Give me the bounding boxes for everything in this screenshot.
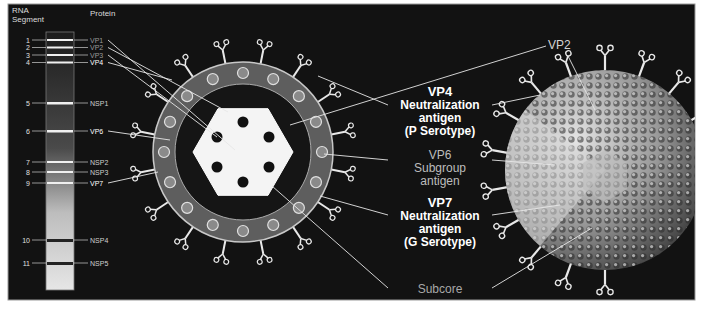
segment-number: 3 bbox=[12, 52, 30, 59]
protein-label: NSP4 bbox=[90, 237, 120, 244]
serotype-label: (G Serotype) bbox=[395, 236, 485, 249]
protein-label: NSP1 bbox=[90, 100, 120, 107]
protein-label: VP7 bbox=[395, 196, 485, 210]
protein-label: VP1 bbox=[90, 37, 120, 44]
axis-header: RNA Segment bbox=[12, 6, 52, 24]
virus-surface-model bbox=[481, 45, 695, 294]
protein-label: NSP5 bbox=[90, 260, 120, 267]
virus-cross-section bbox=[130, 39, 355, 264]
antigen-label: Subgroup antigen bbox=[397, 162, 483, 188]
protein-label: NSP2 bbox=[90, 159, 120, 166]
segment-number: 4 bbox=[12, 59, 30, 66]
part-label: Subcore bbox=[395, 282, 485, 296]
protein-label: NSP3 bbox=[90, 169, 120, 176]
protein-label: VP4 bbox=[395, 85, 485, 99]
protein-label: VP7 bbox=[90, 180, 120, 187]
leader-lines bbox=[108, 40, 595, 288]
protein-label: VP3 bbox=[90, 52, 120, 59]
gel-leader-lines bbox=[32, 40, 88, 263]
segment-number: 7 bbox=[12, 159, 30, 166]
segment-number: 9 bbox=[12, 180, 30, 187]
protein-label: VP6 bbox=[90, 128, 120, 135]
protein-label: VP4 bbox=[90, 59, 120, 66]
segment-number: 6 bbox=[12, 128, 30, 135]
protein-label: VP6 bbox=[395, 148, 485, 162]
antigen-label: Neutralization antigen bbox=[395, 99, 485, 125]
segment-number: 5 bbox=[12, 100, 30, 107]
segment-number: 11 bbox=[12, 260, 30, 267]
protein-label: VP2 bbox=[548, 38, 588, 52]
antigen-label: Neutralization antigen bbox=[395, 210, 485, 236]
segment-number: 1 bbox=[12, 37, 30, 44]
gel-lane bbox=[46, 32, 74, 290]
serotype-label: (P Serotype) bbox=[395, 125, 485, 138]
segment-number: 10 bbox=[12, 237, 30, 244]
segment-number: 2 bbox=[12, 44, 30, 51]
axis-header: Protein bbox=[90, 9, 130, 18]
segment-number: 8 bbox=[12, 169, 30, 176]
protein-label: VP2 bbox=[90, 44, 120, 51]
